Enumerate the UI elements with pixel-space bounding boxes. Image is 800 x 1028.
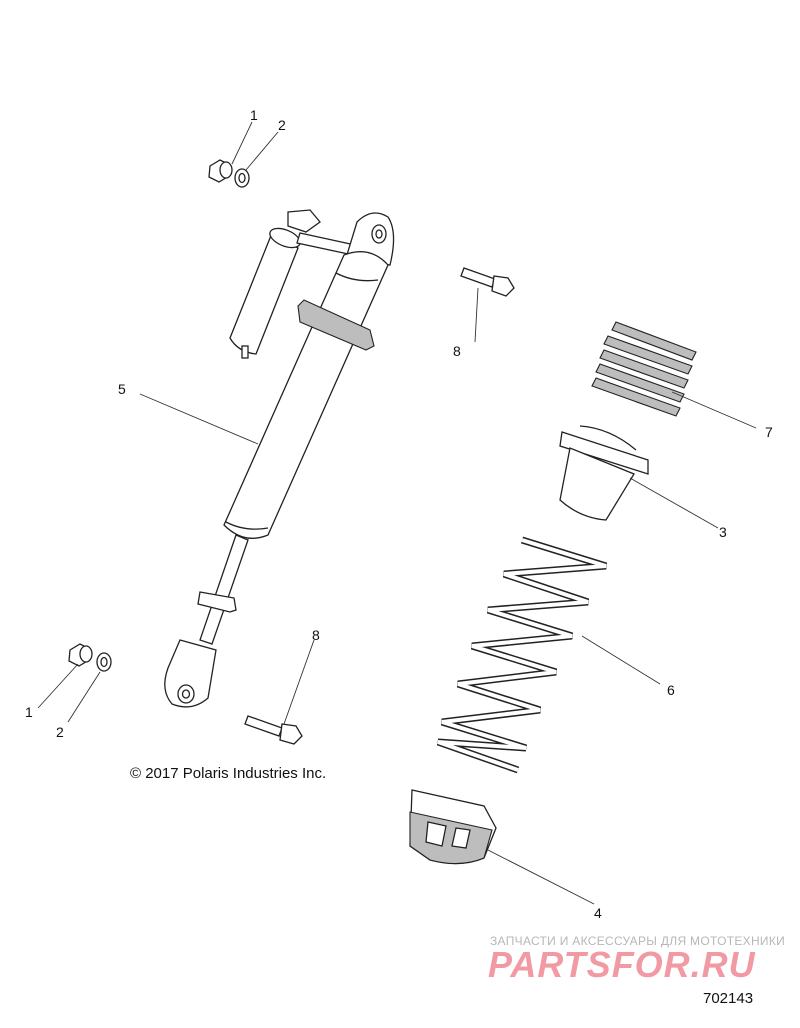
callout-2-top: 2 — [278, 117, 286, 133]
callout-7: 7 — [765, 424, 773, 440]
spring-seat-part-4 — [409, 789, 497, 865]
bolt-part-8-upper — [460, 267, 515, 297]
washer-part-2-top — [234, 168, 250, 188]
callout-4: 4 — [594, 905, 602, 921]
shock-absorber-part-5 — [164, 209, 395, 708]
coil-spring-part-6 — [436, 536, 608, 774]
nut-part-1-top — [208, 159, 233, 183]
nut-part-1-bottom — [68, 643, 93, 667]
callout-8-lower: 8 — [312, 627, 320, 643]
leader-lines — [37, 121, 757, 905]
callout-6: 6 — [667, 682, 675, 698]
watermark-tagline: ЗАПЧАСТИ И АКСЕССУАРЫ ДЛЯ МОТОТЕХНИКИ — [490, 934, 786, 948]
spring-retainer-part-3 — [559, 425, 649, 521]
copyright-text: © 2017 Polaris Industries Inc. — [130, 765, 327, 782]
diagram-number: 702143 — [703, 990, 754, 1007]
callout-2-bottom: 2 — [56, 724, 64, 740]
callout-1-bottom: 1 — [25, 704, 33, 720]
callout-3: 3 — [719, 524, 727, 540]
callout-5: 5 — [118, 381, 126, 397]
callout-8-upper: 8 — [453, 343, 461, 359]
callout-1-top: 1 — [250, 107, 258, 123]
bumper-stack-part-7 — [591, 321, 697, 417]
watermark-logo: PARTSFOR.RU — [488, 944, 756, 985]
washer-part-2-bottom — [96, 652, 112, 672]
bolt-part-8-lower — [244, 715, 303, 745]
